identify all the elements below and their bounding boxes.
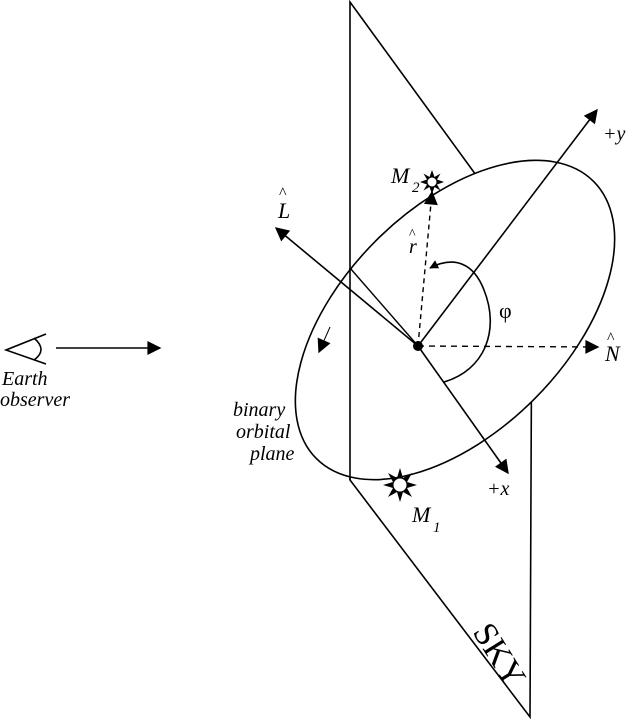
N-hat-axis [417,339,600,354]
M2-label: M [390,163,411,188]
observer-label-line1: Earth [1,368,48,390]
star-M1-icon [383,468,417,502]
L-hat-label: L [277,198,290,223]
orbital-plane-label-line3: plane [248,443,295,465]
plus-x-label: +x [487,478,509,500]
orbit-plane-inner-line [349,267,419,347]
L-hat-symbol: ^ [279,185,287,202]
L-hat-axis [274,227,419,347]
r-hat-symbol: ^ [409,227,416,242]
N-hat-label: N [604,341,621,366]
observer-eye-icon [3,333,47,365]
orbit-direction-arrow [317,326,331,354]
M1-subscript: 1 [433,520,441,536]
orbital-plane-label-line1: binary [233,399,285,421]
star-M2-icon [420,170,444,194]
M1-label: M [411,502,432,527]
observer-label-line2: observer [0,389,70,411]
center-of-mass-point [413,341,423,351]
plus-x-axis [417,345,509,475]
phi-angle-arc [429,260,492,383]
orbital-plane-label-line2: orbital [236,421,291,443]
r-hat-label: r [409,236,417,258]
plus-y-axis [417,108,598,347]
M2-subscript: 2 [412,180,420,196]
r-hat-vector [417,190,438,347]
sky-label: SKY [465,617,532,694]
orbit-ellipse [294,159,616,481]
N-hat-symbol: ^ [607,330,615,347]
phi-label: φ [499,298,512,323]
plus-y-label: +y [603,123,625,145]
